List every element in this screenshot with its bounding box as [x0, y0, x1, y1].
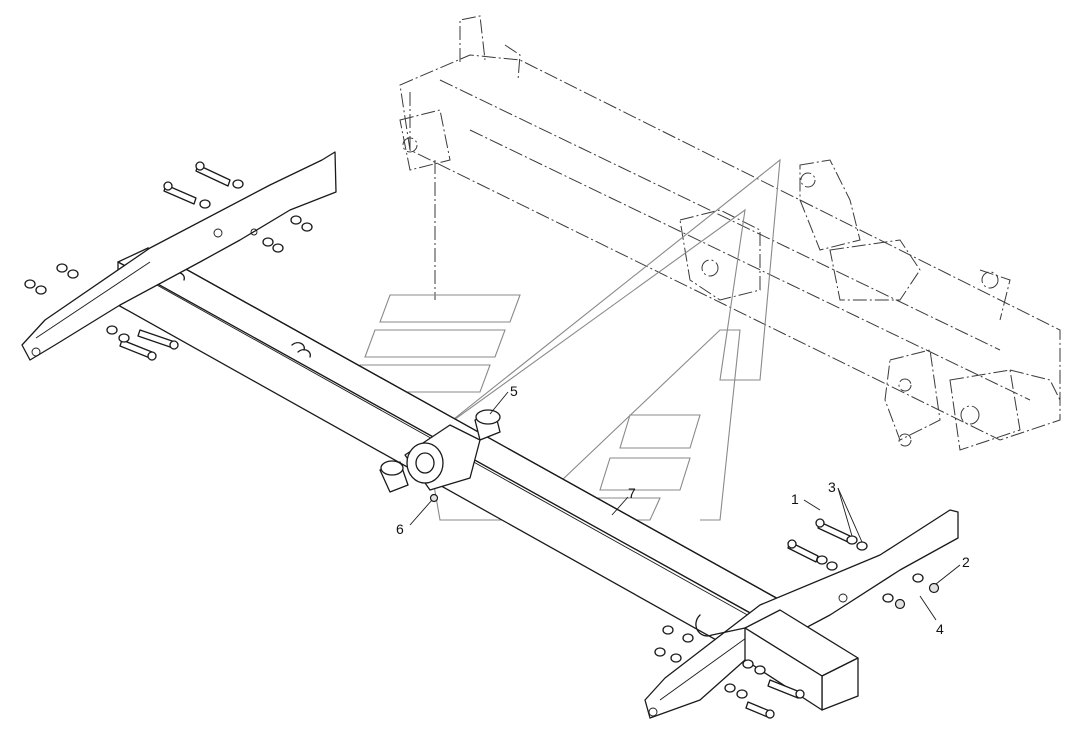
fasteners	[24, 161, 940, 719]
callout-7: 7	[628, 485, 636, 501]
callout-6: 6	[396, 521, 404, 537]
phantom-machine-frame	[399, 15, 1061, 451]
pivot-bracket	[379, 409, 501, 503]
right-end-tube	[695, 609, 859, 711]
callout-5: 5	[510, 383, 518, 399]
callout-1: 1	[791, 491, 799, 507]
leader-lines	[409, 391, 961, 621]
callout-2: 2	[962, 554, 970, 570]
callout-4: 4	[936, 621, 944, 637]
right-plate	[644, 509, 959, 719]
left-plate	[21, 151, 337, 361]
callout-labels: 1 2 3 4 5 6 7	[396, 383, 970, 637]
callout-3: 3	[828, 479, 836, 495]
